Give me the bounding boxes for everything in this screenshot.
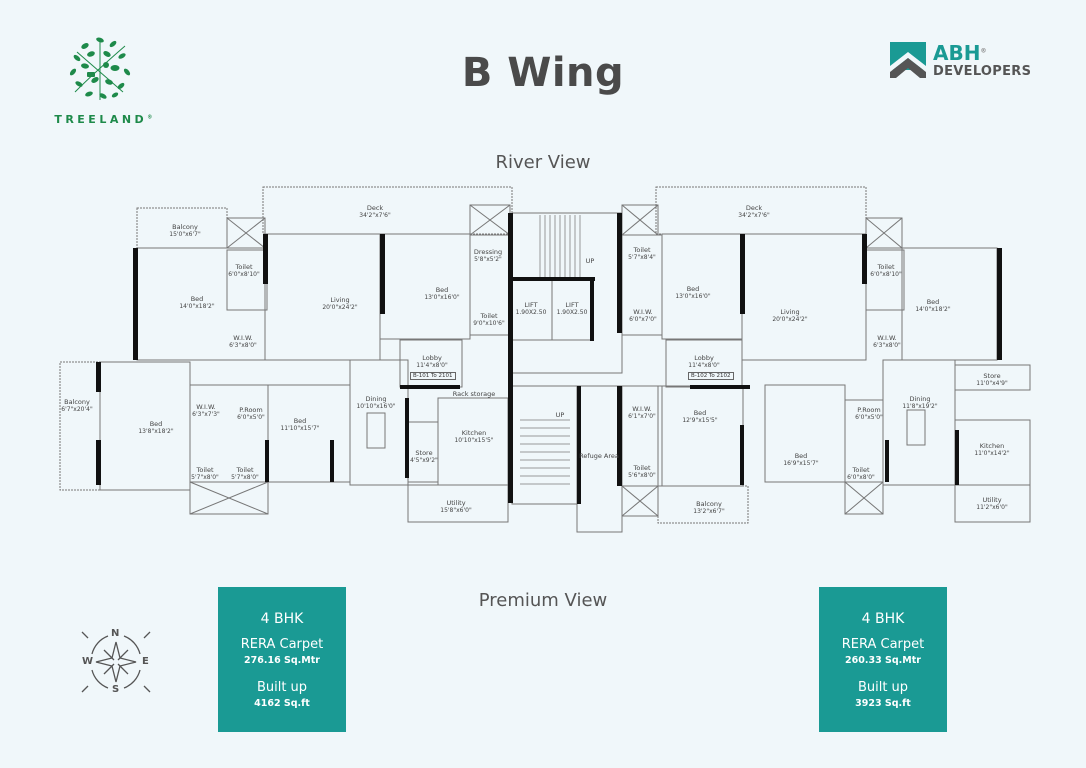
abh-name: ABH®	[933, 41, 987, 65]
carpet-label: RERA Carpet	[240, 637, 324, 652]
compass-east: E	[142, 656, 149, 667]
builtup-label: Built up	[857, 680, 909, 695]
abh-logo: ABH® DEVELOPERS	[890, 41, 1050, 82]
room-label: W.I.W.6'1"x7'0"	[628, 405, 656, 421]
builtup-value: 3923 Sq.ft	[855, 698, 911, 709]
compass: N S W E	[78, 628, 154, 696]
compass-icon	[81, 631, 151, 693]
room-label: W.I.W.6'3"x7'3"	[192, 403, 220, 419]
page-title: B Wing	[461, 50, 625, 96]
stair-up-label: UP	[585, 257, 595, 265]
premium-view-label: Premium View	[478, 590, 608, 611]
bhk-label: 4 BHK	[861, 611, 905, 627]
room-label: Rack storage	[452, 390, 496, 398]
roof-icon	[890, 42, 926, 78]
builtup-value: 4162 Sq.ft	[254, 698, 310, 709]
bhk-label: 4 BHK	[260, 611, 304, 627]
unit-card-right: 4 BHK RERA Carpet 260.33 Sq.Mtr Built up…	[819, 587, 947, 732]
flat-number-tag: B-102 To 2102	[688, 372, 734, 380]
room-label: W.I.W.6'0"x7'0"	[629, 308, 657, 324]
abh-subtitle: DEVELOPERS	[933, 64, 1032, 79]
carpet-value: 276.16 Sq.Mtr	[244, 655, 320, 666]
river-view-label: River View	[495, 152, 591, 173]
builtup-label: Built up	[256, 680, 308, 695]
carpet-label: RERA Carpet	[841, 637, 925, 652]
treeland-wordmark: TREELAND®	[54, 113, 156, 126]
compass-south: S	[112, 684, 120, 695]
carpet-value: 260.33 Sq.Mtr	[845, 655, 921, 666]
compass-west: W	[82, 656, 94, 667]
refuge-area-label: Refuge Area	[579, 452, 619, 460]
room-label: W.I.W.6'3"x8'0"	[873, 334, 901, 350]
compass-north: N	[111, 628, 120, 639]
flat-number-tag: B-101 To 2101	[410, 372, 456, 380]
treeland-logo	[65, 32, 135, 104]
room-label: W.I.W.6'3"x8'0"	[229, 334, 257, 350]
stair-up-label: UP	[555, 411, 565, 419]
unit-card-left: 4 BHK RERA Carpet 276.16 Sq.Mtr Built up…	[218, 587, 346, 732]
tree-icon	[69, 37, 131, 100]
